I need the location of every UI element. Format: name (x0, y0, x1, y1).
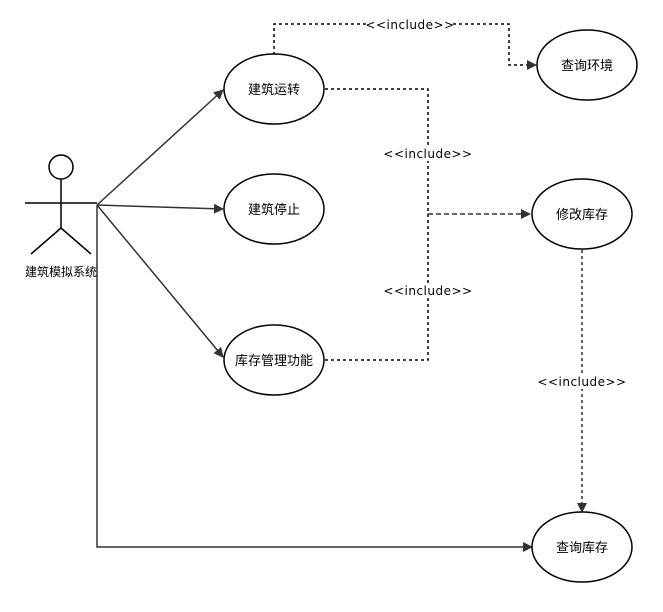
use-case-query-inventory[interactable]: 查询库存 (531, 511, 633, 583)
actor-building-simulation-system[interactable]: 建筑模拟系统 (25, 154, 97, 279)
association-run (96, 89, 224, 206)
use-case-label: 查询环境 (561, 59, 613, 74)
include-label-bg-1 (368, 18, 452, 32)
use-case-building-stop[interactable]: 建筑停止 (223, 173, 325, 245)
actor-head (48, 154, 74, 180)
include-run-to-query-env (273, 23, 537, 70)
use-case-label: 建筑运转 (248, 82, 300, 98)
use-case-label: 建筑停止 (248, 202, 300, 218)
include-label-bg-3 (386, 284, 470, 298)
use-case-building-run[interactable]: 建筑运转 (223, 53, 325, 125)
use-case-label: 库存管理功能 (235, 353, 313, 369)
use-case-query-env[interactable]: 查询环境 (536, 29, 638, 101)
actor-label: 建筑模拟系统 (25, 264, 97, 279)
include-label-run-env: <<include>> (365, 18, 454, 32)
include-label-run-modify: <<include>> (383, 147, 472, 161)
include-mgmt-to-modify (325, 214, 429, 361)
include-run-to-modify (325, 88, 429, 214)
include-label-modify-query: <<include>> (537, 375, 626, 389)
use-case-label: 查询库存 (556, 540, 608, 556)
use-case-label: 修改库存 (556, 207, 608, 223)
include-label-mgmt-modify: <<include>> (383, 284, 472, 298)
use-case-modify-inventory[interactable]: 修改库存 (531, 178, 633, 250)
actor-right-leg (60, 227, 92, 255)
include-label-bg-4 (540, 375, 624, 389)
association-inventory-mgmt (96, 204, 224, 358)
association-query-inventory (96, 205, 533, 552)
association-stop (96, 203, 224, 214)
actor-left-leg (30, 227, 62, 255)
include-label-bg-2 (386, 147, 470, 161)
use-case-inventory-mgmt[interactable]: 库存管理功能 (223, 324, 325, 396)
